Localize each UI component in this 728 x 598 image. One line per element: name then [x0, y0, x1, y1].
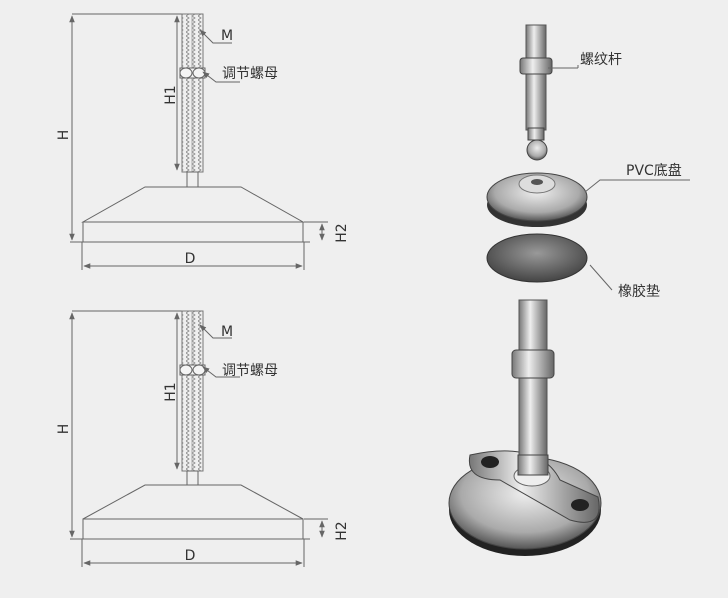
- label-threaded-rod: 螺纹杆: [580, 52, 622, 68]
- dimension-drawing-bottom: H H1 H2 D M 调节螺母: [56, 310, 350, 567]
- dimension-drawing-top: H H1 H2 D M 调节螺母: [56, 13, 350, 270]
- exploded-view: 螺纹杆 PVC底盘 橡胶垫: [448, 24, 690, 556]
- label-m: M: [221, 28, 233, 44]
- label-h2: H2: [334, 223, 350, 242]
- label-h: H: [56, 424, 72, 435]
- rubber-pad-part: [486, 233, 588, 283]
- pvc-base-part: [486, 172, 588, 227]
- label-h1: H1: [163, 382, 179, 401]
- label-adjusting-nut: 调节螺母: [222, 363, 278, 379]
- label-h1: H1: [163, 85, 179, 104]
- label-d: D: [185, 548, 196, 564]
- label-h: H: [56, 130, 72, 141]
- label-m: M: [221, 324, 233, 340]
- label-rubber-pad: 橡胶垫: [618, 283, 660, 300]
- label-pvc-base: PVC底盘: [626, 162, 682, 179]
- assembled-leveling-foot: [448, 299, 602, 556]
- label-d: D: [185, 251, 196, 267]
- label-h2: H2: [334, 521, 350, 540]
- threaded-rod-part: [519, 24, 553, 161]
- label-adjusting-nut: 调节螺母: [222, 66, 278, 82]
